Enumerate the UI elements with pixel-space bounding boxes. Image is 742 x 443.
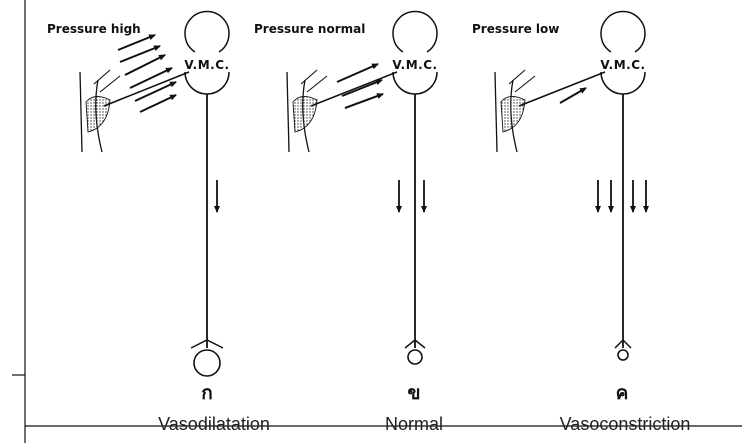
carotid-sinus-stipple [501, 96, 525, 132]
afferent-arrow [130, 68, 172, 88]
carotid-sinus-stipple [86, 96, 110, 132]
condition-label-low: Pressure low [472, 22, 559, 36]
afferent-arrow [140, 95, 176, 112]
nerve-fiber [509, 70, 525, 84]
condition-label-high: Pressure high [47, 22, 141, 36]
afferent-arrow [560, 88, 586, 103]
vmc-label-low: V.M.C. [600, 58, 645, 72]
vessel-wall-outer [495, 72, 497, 152]
nerve-fiber [301, 70, 317, 84]
afferent-arrow [342, 80, 382, 96]
vmc-label-high: V.M.C. [184, 58, 229, 72]
afferent-arrow [337, 64, 378, 82]
nerve-fiber [94, 70, 110, 84]
vmc-circle [185, 12, 229, 52]
vessel-wall-outer [80, 72, 82, 152]
vmc-circle [601, 12, 645, 52]
arteriole-cross-section [618, 350, 628, 360]
vmc-circle-lower [185, 72, 229, 94]
caption-vasodilatation: Vasodilatation [158, 414, 270, 435]
vmc-circle-lower [601, 72, 645, 94]
nerve-fiber [307, 76, 327, 92]
afferent-arrow [118, 35, 155, 50]
vmc-circle-lower [393, 72, 437, 94]
vmc-label-normal: V.M.C. [392, 58, 437, 72]
thai-label-ka: ก [201, 378, 213, 408]
nerve-fiber [100, 76, 120, 92]
afferent-nerve [104, 72, 189, 106]
afferent-nerve [311, 72, 397, 106]
nerve-fiber [515, 76, 535, 92]
arteriole-cross-section [194, 350, 220, 376]
condition-label-normal: Pressure normal [254, 22, 365, 36]
arteriole-cross-section [408, 350, 422, 364]
afferent-arrow [345, 94, 383, 108]
caption-normal: Normal [385, 414, 443, 435]
caption-vasoconstriction: Vasoconstriction [560, 414, 691, 435]
thai-label-kho-khon: ค [616, 378, 629, 408]
thai-label-kho: ข [408, 378, 421, 408]
carotid-sinus-stipple [293, 96, 317, 132]
vmc-circle [393, 12, 437, 52]
vessel-wall-outer [287, 72, 289, 152]
